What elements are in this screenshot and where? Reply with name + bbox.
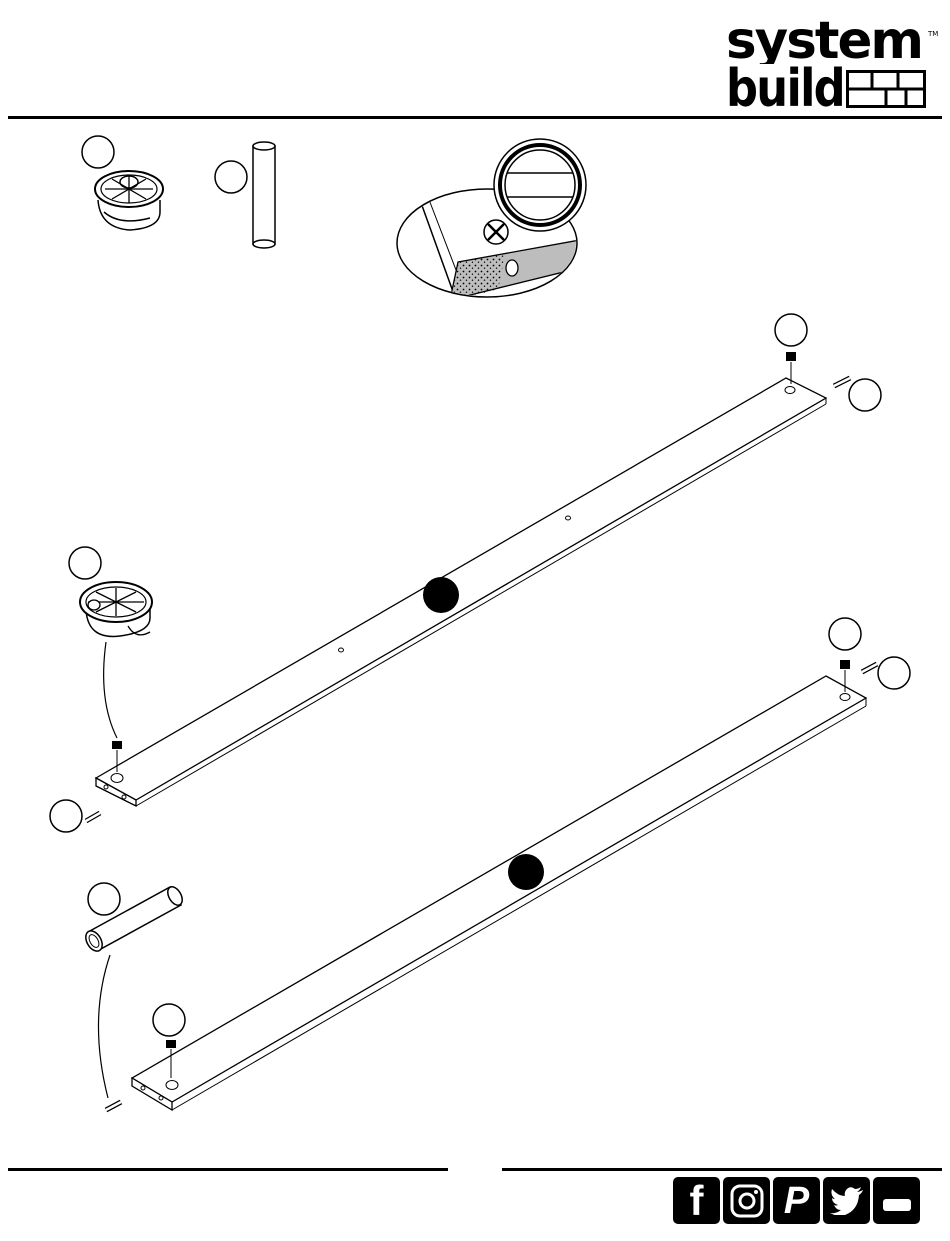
panel-marker bbox=[508, 854, 544, 890]
part-label-circle bbox=[82, 136, 114, 168]
pinterest-icon[interactable]: P bbox=[773, 1177, 820, 1224]
facebook-icon[interactable]: f bbox=[673, 1177, 720, 1224]
part-label-circle bbox=[849, 379, 881, 411]
cam-orientation-detail bbox=[397, 139, 586, 300]
panel-marker bbox=[423, 577, 459, 613]
footer-rule-left bbox=[8, 1168, 448, 1171]
cam-lock-part bbox=[82, 136, 163, 230]
youtube-icon[interactable] bbox=[873, 1177, 920, 1224]
twitter-icon[interactable] bbox=[823, 1177, 870, 1224]
part-label-circle bbox=[829, 618, 861, 650]
social-links: f P bbox=[673, 1177, 920, 1224]
part-label-circle bbox=[153, 1004, 185, 1036]
cam-callout bbox=[69, 547, 152, 738]
lower-panel bbox=[106, 618, 910, 1110]
part-label-circle bbox=[215, 161, 247, 193]
part-label-circle bbox=[775, 314, 807, 346]
part-label-circle bbox=[88, 883, 120, 915]
footer-rule-right bbox=[502, 1168, 942, 1171]
instagram-icon[interactable] bbox=[723, 1177, 770, 1224]
dowel-part bbox=[215, 142, 275, 248]
part-label-circle bbox=[878, 657, 910, 689]
part-label-circle bbox=[69, 547, 101, 579]
part-label-circle bbox=[50, 800, 82, 832]
